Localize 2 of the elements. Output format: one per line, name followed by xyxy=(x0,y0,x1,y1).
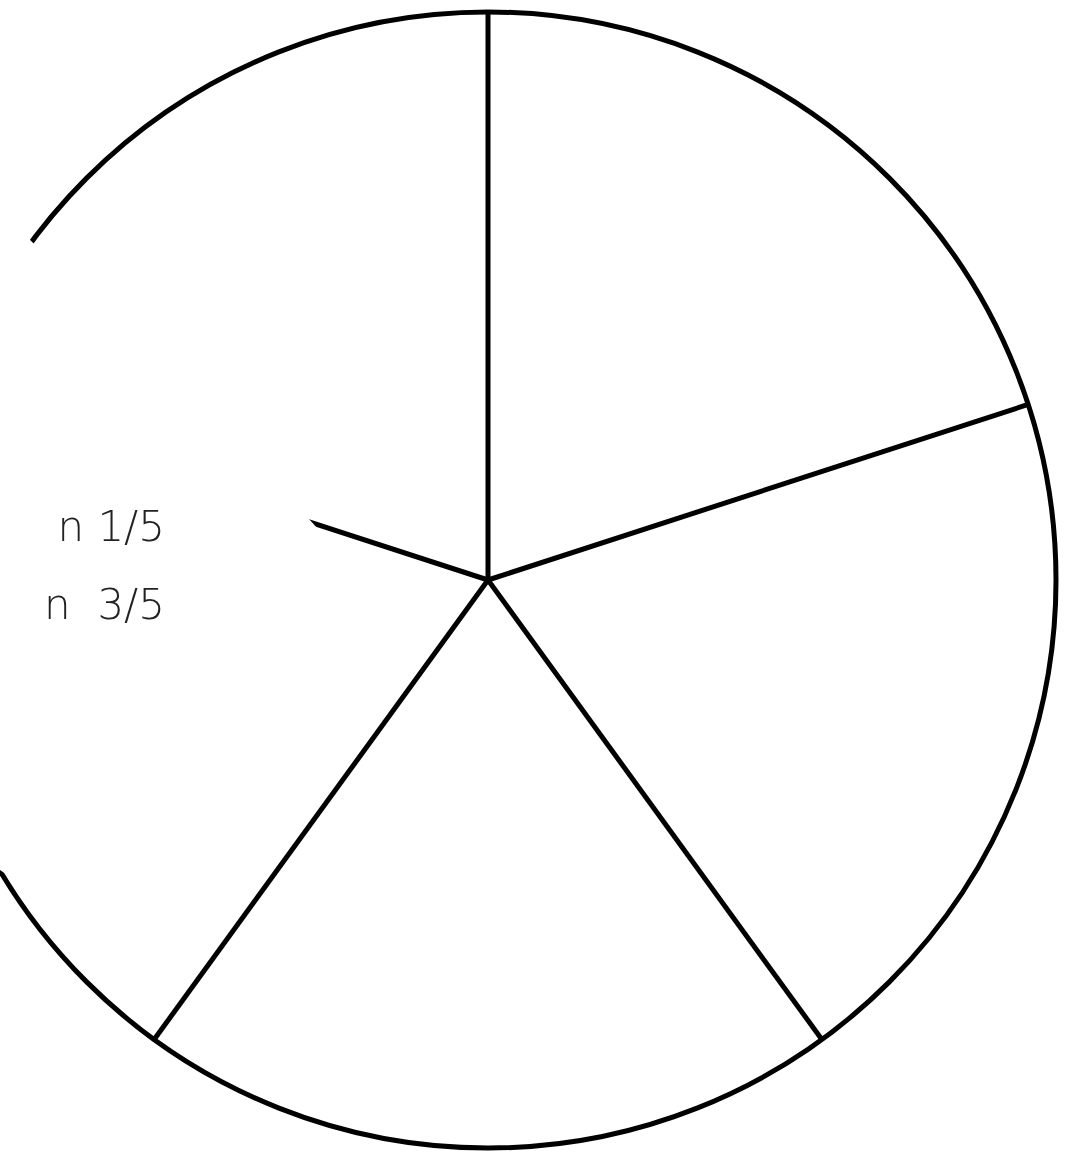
fraction-label: n 1/5 xyxy=(57,501,165,553)
fraction-label: n 3/5 xyxy=(44,579,165,631)
